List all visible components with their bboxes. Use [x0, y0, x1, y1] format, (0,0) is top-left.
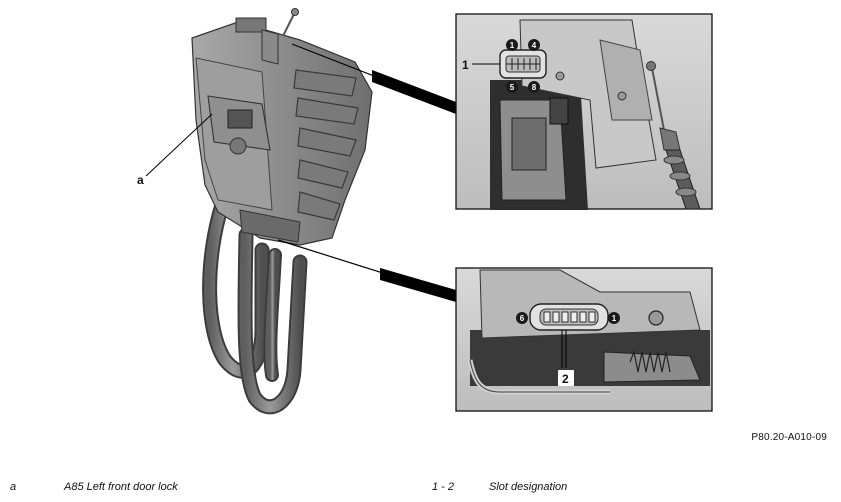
pin-label-4: 4 — [532, 41, 537, 50]
pin-label-8: 8 — [532, 83, 537, 92]
callout-1-label: 1 — [462, 58, 469, 72]
legend-text-slots: Slot designation — [489, 481, 568, 493]
inset-top: 1 4 5 8 1 — [455, 13, 713, 210]
door-lock-assembly — [191, 8, 373, 415]
leader-lines — [277, 43, 457, 302]
pin-label-6: 6 — [520, 314, 525, 323]
callout-a: a — [137, 113, 213, 187]
bowden-cable — [646, 61, 701, 210]
connector-2 — [529, 303, 609, 331]
pin-badges-top: 1 4 5 8 — [506, 39, 540, 93]
cable-loops — [202, 197, 308, 415]
pin-label-5: 5 — [510, 83, 515, 92]
pin-label-1-bottom: 1 — [612, 314, 617, 323]
pin-badges-bottom: 6 1 — [516, 312, 620, 324]
legend-key-slots: 1 - 2 — [432, 481, 455, 493]
connector-1 — [499, 49, 547, 79]
pin-label-1: 1 — [510, 41, 515, 50]
legend-text-a: A85 Left front door lock — [64, 481, 178, 493]
legend-key-a: a — [10, 481, 17, 493]
inset-bottom: 6 1 2 — [455, 267, 713, 412]
figure-reference-code: P80.20-A010-09 — [751, 432, 827, 443]
callout-a-label: a — [137, 173, 144, 187]
callout-2-label: 2 — [562, 372, 569, 386]
